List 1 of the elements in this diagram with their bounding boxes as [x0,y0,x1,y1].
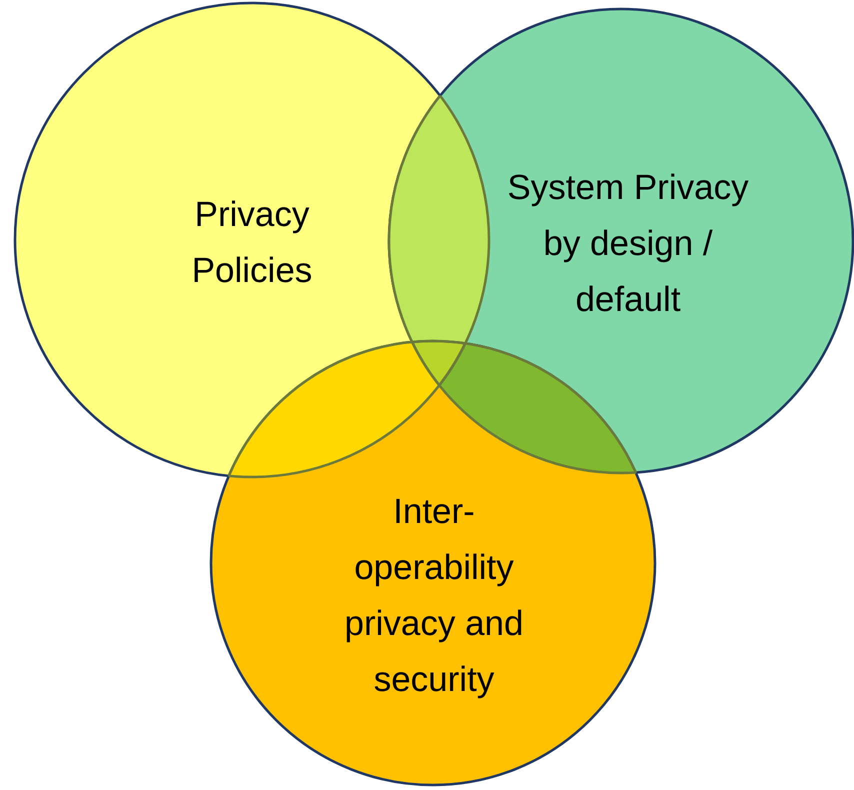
venn-label: Privacy Policies [142,187,362,299]
